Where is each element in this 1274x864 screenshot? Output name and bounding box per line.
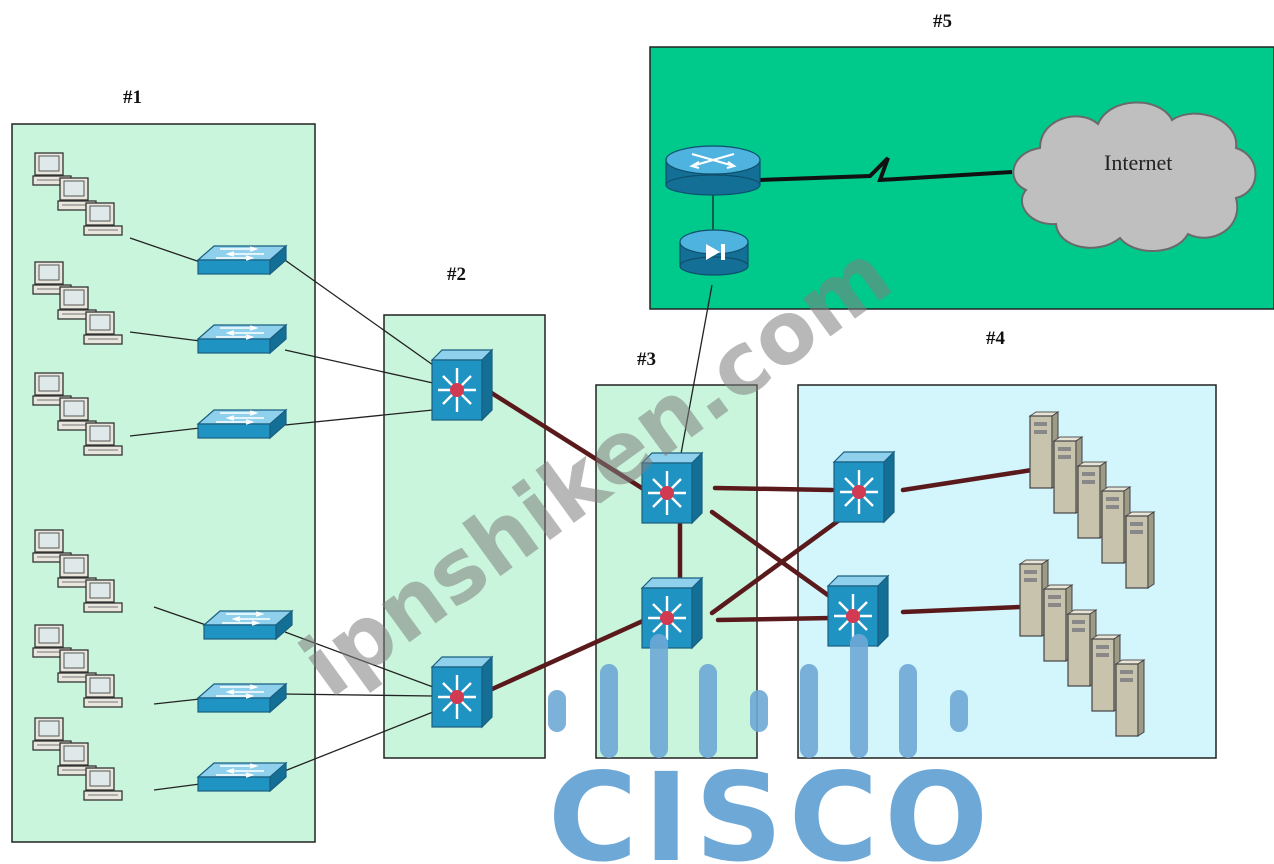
cloud-icon [1012,101,1257,252]
access-switch-icon [197,683,287,713]
zone-2-label: #2 [447,264,466,285]
zone-5-label: #5 [933,11,952,32]
distribution-switch-icon [430,655,494,729]
trunk-links [487,389,1035,693]
access-switch-icon [197,245,287,275]
server-icon [1125,511,1155,589]
server-farm-switch-icon [832,450,896,524]
access-switch-icon [197,762,287,792]
server-icon [1115,659,1145,737]
zone-1-label: #1 [123,87,142,108]
zone-3-core [595,384,758,759]
access-switch-icon [203,610,293,640]
zone-4-label: #4 [986,328,1006,349]
cisco-logo [548,634,968,758]
access-switch-icon [197,409,287,439]
access-links [129,190,714,791]
router-icon [665,145,761,196]
cisco-logo-text: CISCO [548,747,994,864]
internet-cloud-label: Internet [1104,150,1172,175]
distribution-switch-icon [430,348,494,422]
access-switch-icon [197,324,287,354]
firewall-icon [679,229,749,276]
wan-serial-link [759,156,1013,183]
core-switch-icon [640,576,704,650]
zone-3-label: #3 [637,349,656,370]
